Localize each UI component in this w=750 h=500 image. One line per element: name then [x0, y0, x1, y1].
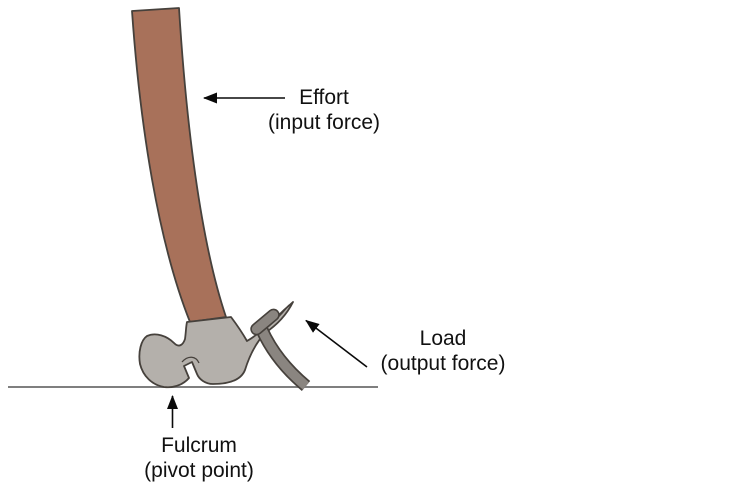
nail-shaft [257, 327, 310, 390]
load-arrow [305, 319, 368, 368]
load-label-line2: (output force) [380, 352, 506, 375]
hammer-handle [131, 7, 227, 323]
effort-label: Effort (input force) [268, 85, 380, 135]
effort-label-line2: (input force) [267, 111, 381, 134]
load-label: Load (output force) [381, 326, 506, 376]
effort-label-line1: Effort [299, 86, 349, 109]
hammer-head-detail [181, 356, 200, 364]
load-label-line1: Load [419, 327, 467, 350]
nail-head [250, 308, 280, 336]
nail [250, 308, 311, 391]
fulcrum-label: Fulcrum (pivot point) [144, 433, 254, 483]
fulcrum-label-line2: (pivot point) [144, 459, 254, 482]
fulcrum-label-line1: Fulcrum [161, 434, 237, 457]
